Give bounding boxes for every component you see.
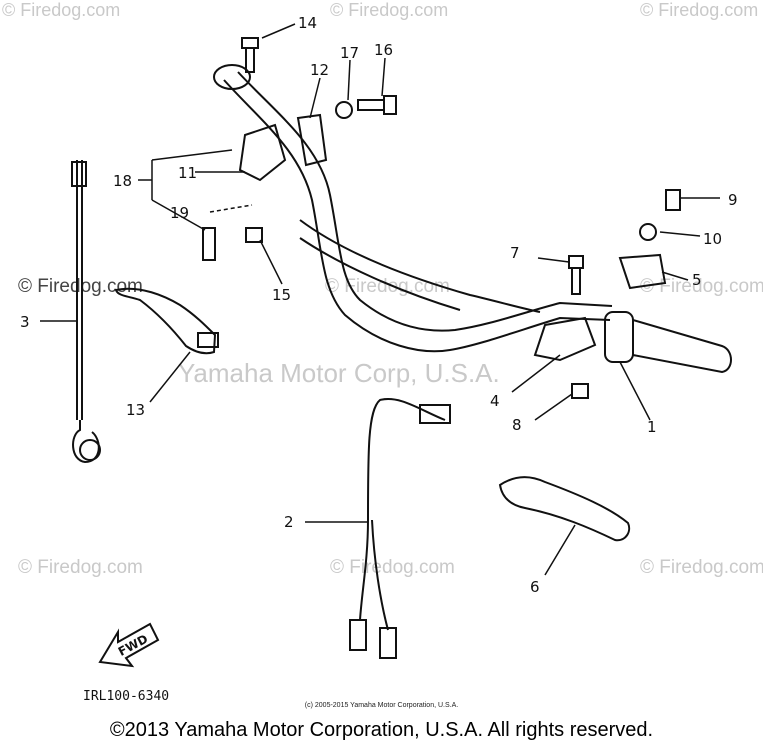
washer-10 <box>639 223 657 241</box>
fwd-arrow: FWD <box>98 622 160 668</box>
callout-9: 9 <box>728 191 738 209</box>
small-parts <box>202 37 681 399</box>
watermark-mid-left: © Firedog.com <box>18 276 143 297</box>
bolt-9 <box>665 189 681 211</box>
watermark-top-left: © Firedog.com <box>2 0 120 20</box>
bolt-7-head <box>568 255 584 269</box>
bolt-7-shank <box>571 267 581 295</box>
watermark-center: Yamaha Motor Corp, U.S.A. <box>178 358 500 388</box>
callout-7: 7 <box>510 244 520 262</box>
callouts: 1 2 3 4 5 6 7 8 9 10 11 12 13 14 15 16 1… <box>20 14 738 596</box>
washer-17 <box>335 101 353 119</box>
callout-18: 18 <box>113 172 132 190</box>
callout-2: 2 <box>284 513 294 531</box>
callout-10: 10 <box>703 230 722 248</box>
watermark-low-center: © Firedog.com <box>330 557 455 578</box>
leader-lines <box>40 23 720 576</box>
watermark-mid-right: © Firedog.com <box>640 276 763 297</box>
callout-5: 5 <box>692 271 702 289</box>
callout-17: 17 <box>340 44 359 62</box>
callout-3: 3 <box>20 313 30 331</box>
left-lever <box>114 287 219 355</box>
holder-11 <box>238 123 287 182</box>
handlebar <box>213 64 613 353</box>
watermark-top-center: © Firedog.com <box>330 0 448 20</box>
switch-wire <box>349 398 451 659</box>
holder-5 <box>618 253 667 290</box>
watermark-low-left: © Firedog.com <box>18 557 143 578</box>
callout-16: 16 <box>374 41 393 59</box>
bolt-19 <box>202 227 216 261</box>
callout-14: 14 <box>298 14 317 32</box>
lever-holder-4 <box>533 316 597 362</box>
copyright-small: (c) 2005-2015 Yamaha Motor Corporation, … <box>304 702 459 709</box>
copyright-main: ©2013 Yamaha Motor Corporation, U.S.A. A… <box>109 719 654 741</box>
bracket-12 <box>296 113 328 167</box>
bolt-14-shank <box>245 47 255 73</box>
callout-15: 15 <box>272 286 291 304</box>
callout-12: 12 <box>310 61 329 79</box>
callout-1: 1 <box>647 418 657 436</box>
callout-19: 19 <box>170 204 189 222</box>
callout-13: 13 <box>126 401 145 419</box>
bolt-14-head <box>241 37 259 49</box>
nut-8 <box>571 383 589 399</box>
watermark-group: © Firedog.com © Firedog.com © Firedog.co… <box>2 0 763 578</box>
clutch-cable <box>71 160 101 464</box>
callout-8: 8 <box>512 416 522 434</box>
callout-4: 4 <box>490 392 500 410</box>
right-grip <box>604 311 732 374</box>
nut-15 <box>245 227 263 243</box>
part-code: IRL100-6340 <box>83 689 169 704</box>
callout-11: 11 <box>178 164 197 182</box>
watermark-low-right: © Firedog.com <box>640 557 763 578</box>
brake-lever <box>498 476 631 542</box>
watermark-top-right: © Firedog.com <box>640 0 758 20</box>
bolt-16 <box>357 99 385 111</box>
watermark-mid-center: © Firedog.com <box>325 276 450 297</box>
callout-6: 6 <box>530 578 540 596</box>
